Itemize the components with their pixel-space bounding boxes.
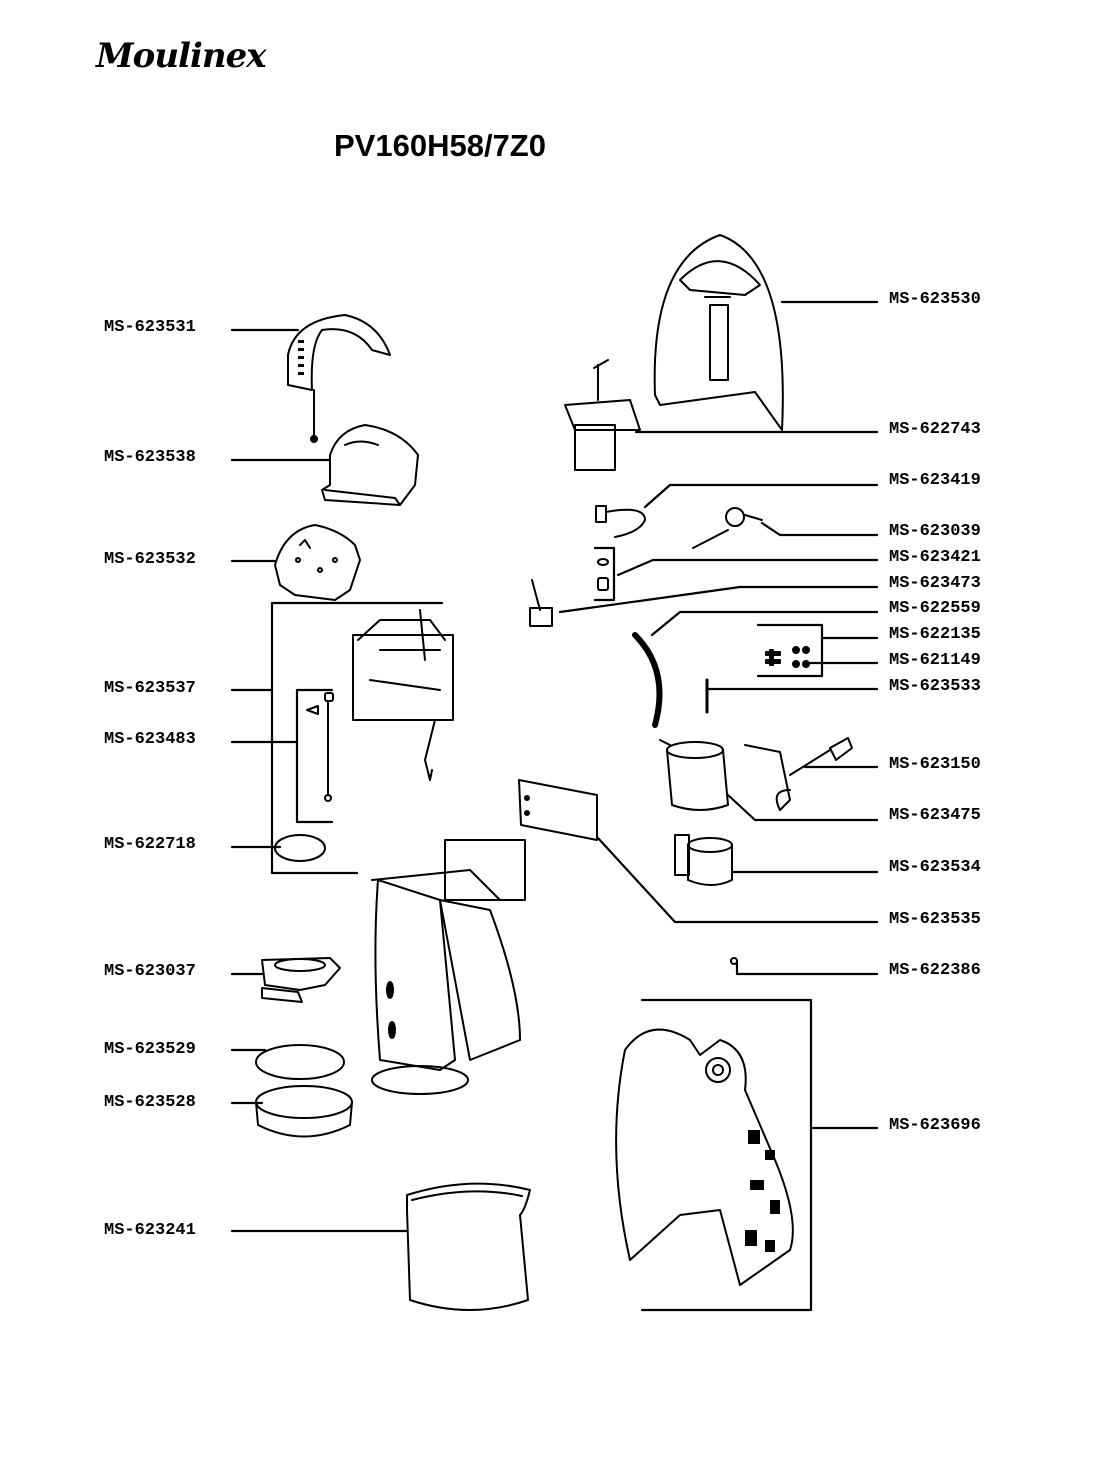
part-label: MS-623530 [889,290,981,309]
model-number: PV160H58/7Z0 [334,128,546,163]
hood-drawing [321,424,419,506]
connector-drawing [529,579,553,627]
rear-cover-drawing [653,234,784,431]
hose-drawing [632,632,663,728]
part-label: MS-623419 [889,471,981,490]
brand-logo: Moulinex [96,36,266,76]
part-label: MS-622386 [889,961,981,980]
screw-feet-drawing [765,646,810,668]
drip-tray-drawing [255,1085,353,1138]
part-label: MS-623150 [889,755,981,774]
boiler-support-drawing [674,834,733,886]
part-label: MS-623039 [889,522,981,541]
part-label: MS-623532 [104,550,196,569]
part-label: MS-623483 [104,730,196,749]
part-label: MS-623037 [104,962,196,981]
part-label: MS-623241 [104,1221,196,1240]
pump-hose-drawing [595,505,646,538]
pump-drawing [564,359,641,471]
part-label: MS-623535 [889,910,981,929]
shower-head-drawing [274,834,326,862]
part-label: MS-622718 [104,835,196,854]
main-body-drawing [371,839,526,1095]
drip-grid-drawing [255,1044,345,1080]
boiler-drawing [659,739,729,811]
part-label: MS-623537 [104,679,196,698]
electronic-board-drawing [518,779,598,841]
part-label: MS-623475 [889,806,981,825]
part-label: MS-622559 [889,599,981,618]
part-label: MS-623531 [104,318,196,337]
lever-rod-drawing [306,692,334,802]
valve-drawing [692,507,763,549]
top-cover-drawing [287,314,391,443]
power-cord-drawing [744,737,853,811]
seal-drawing [597,558,609,591]
housing-shell-drawing [615,1028,794,1286]
part-label: MS-623538 [104,448,196,467]
part-label: MS-623528 [104,1093,196,1112]
brewing-unit-drawing [352,609,454,781]
part-label: MS-623529 [104,1040,196,1059]
part-label: MS-621149 [889,651,981,670]
part-label: MS-623421 [889,548,981,567]
leader-lines-right [558,300,879,1312]
part-label: MS-623533 [889,677,981,696]
spring-drawing [730,957,738,965]
leader-lines-left [230,328,444,1233]
part-label: MS-622135 [889,625,981,644]
part-label: MS-623534 [889,858,981,877]
part-label: MS-622743 [889,420,981,439]
capsule-holder-drawing [261,957,341,1003]
part-label: MS-623473 [889,574,981,593]
water-tank-drawing [406,1182,531,1311]
inner-cover-drawing [274,524,361,601]
part-label: MS-623696 [889,1116,981,1135]
